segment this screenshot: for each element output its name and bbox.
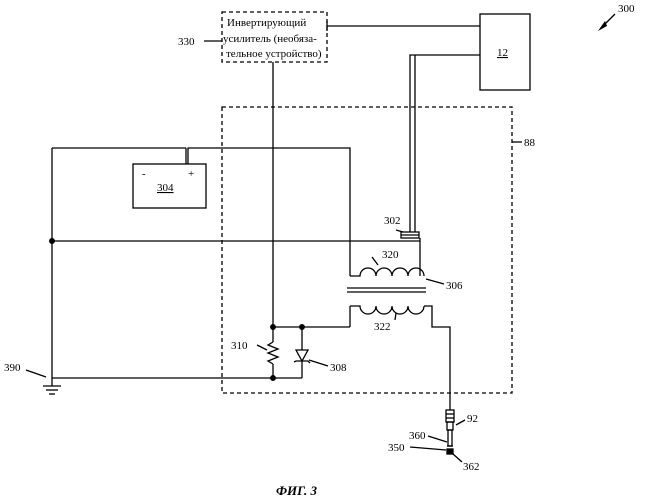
switch-ref: 302 [384, 215, 401, 227]
spark-plug-symbol [446, 410, 454, 454]
figure-reference-arrow [598, 14, 615, 31]
spark-plug-leader [456, 420, 465, 425]
primary-ref: 320 [382, 249, 399, 261]
wire-to-spark-plug [424, 306, 450, 410]
switch-leader [396, 230, 403, 232]
amplifier-ref: 330 [178, 36, 195, 48]
ground-leader [26, 370, 46, 377]
battery-minus: - [142, 168, 146, 180]
ignition-module-boundary [222, 107, 512, 393]
figure-ref: 300 [618, 3, 635, 15]
electrode-b-leader [453, 454, 462, 462]
secondary-leader [395, 313, 396, 320]
gap-ref: 350 [388, 442, 405, 454]
diode-ref: 308 [330, 362, 347, 374]
electrode-a-leader [428, 436, 447, 442]
secondary-coil [350, 306, 424, 314]
wire-battery-plus [188, 148, 350, 276]
wire-controller-switch [410, 55, 480, 232]
coil-leader [426, 279, 444, 284]
ignition-module-ref: 88 [524, 137, 536, 149]
amplifier-label-line3: тельное устройство) [226, 48, 322, 60]
switch-symbol [401, 232, 419, 238]
controller-ref: 12 [497, 47, 508, 59]
spark-plug-ref: 92 [467, 413, 478, 425]
diode-leader [309, 360, 328, 366]
ground-ref: 390 [4, 362, 21, 374]
battery-ref: 304 [157, 182, 174, 194]
electrode-a-ref: 360 [409, 430, 426, 442]
resistor-leader [257, 345, 267, 350]
primary-leader [372, 257, 378, 265]
gap-leader [410, 447, 446, 450]
amplifier-label-line2: усилитель (необяза- [223, 33, 317, 45]
electrode-b-ref: 362 [463, 461, 480, 473]
ground-symbol [43, 378, 61, 394]
figure-caption: ФИГ. 3 [276, 483, 318, 498]
resistor-ref: 310 [231, 340, 248, 352]
coil-ref: 306 [446, 280, 463, 292]
secondary-ref: 322 [374, 321, 391, 333]
amplifier-label-line1: Инвертирующий [227, 17, 306, 29]
primary-coil [350, 268, 424, 276]
resistor-symbol [268, 342, 278, 364]
zener-diode-symbol [296, 350, 308, 361]
battery-plus: + [188, 168, 194, 180]
